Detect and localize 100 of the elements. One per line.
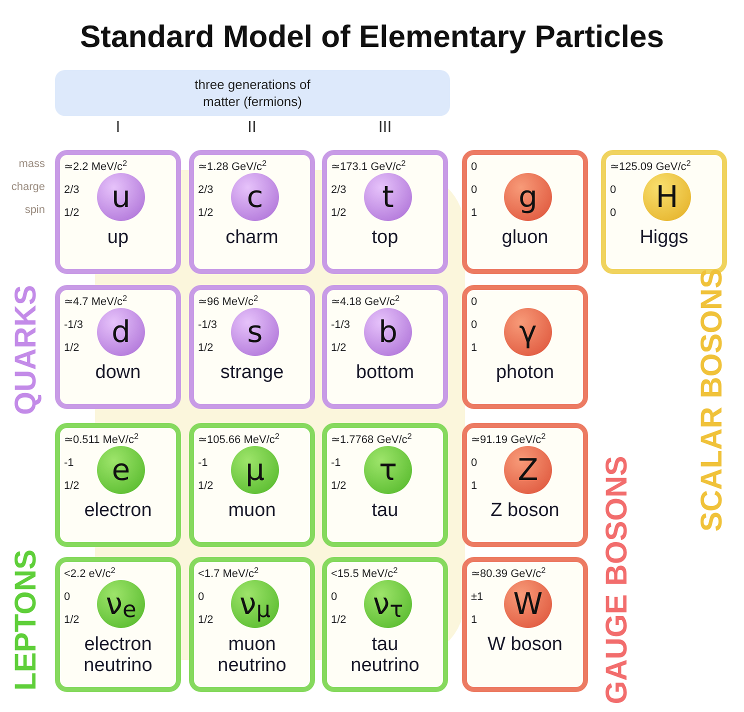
particle-name: down	[94, 362, 142, 383]
particle-card	[322, 557, 448, 692]
charge-value: 0	[471, 318, 478, 333]
particle-symbol: μ	[231, 446, 279, 494]
particle-name: electron	[83, 500, 153, 521]
spin-value: 1/2	[64, 613, 80, 628]
particle-card	[462, 285, 588, 409]
property-label: spin	[24, 202, 45, 218]
spin-value: 1	[471, 206, 478, 221]
generations-banner: three generations of matter (fermions)	[55, 70, 450, 116]
generation-numeral: III	[378, 118, 392, 138]
group-label: GAUGE BOSONS	[600, 456, 634, 704]
spin-value: 1/2	[198, 613, 214, 628]
particle-symbol: b	[364, 308, 412, 356]
charge-value: 2/3	[198, 183, 214, 198]
mass-value: ≃91.19 GeV/c$^{2}$	[471, 432, 546, 448]
particle-card	[462, 557, 588, 692]
mass-value: ≃105.66 MeV/c$^{2}$	[198, 432, 280, 448]
spin-value: 1/2	[331, 479, 346, 494]
particle-name: Z boson	[490, 500, 560, 521]
mass-value: ≃173.1 GeV/c$^{2}$	[331, 159, 406, 175]
particle-card	[322, 285, 448, 409]
particle-card	[189, 557, 315, 692]
particle-card	[55, 150, 181, 274]
mass-value: ≃80.39 GeV/c$^{2}$	[471, 566, 546, 582]
mass-value: ≃125.09 GeV/c$^{2}$	[610, 159, 691, 175]
mass-value: <1.7 MeV/c$^{2}$	[198, 566, 259, 582]
spin-value: 1/2	[331, 613, 346, 628]
charge-value: 0	[610, 183, 616, 198]
particle-name: tau	[370, 500, 400, 521]
particle-symbol: e	[97, 446, 145, 494]
charge-value: -1/3	[331, 318, 350, 333]
generation-numeral: II	[248, 118, 256, 138]
particle-symbol: W	[504, 580, 552, 628]
particle-symbol: t	[364, 173, 412, 221]
spin-value: 1/2	[64, 479, 80, 494]
mass-value: ≃4.7 MeV/c$^{2}$	[64, 294, 128, 310]
spin-value: 1/2	[64, 341, 80, 356]
charge-value: -1/3	[64, 318, 83, 333]
particle-card	[462, 150, 588, 274]
mass-value: 0	[471, 160, 478, 175]
charge-value: 2/3	[331, 183, 346, 198]
particle-symbol: g	[504, 173, 552, 221]
mass-value: ≃2.2 MeV/c$^{2}$	[64, 159, 128, 175]
spin-value: 1/2	[64, 206, 80, 221]
particle-name: top	[370, 227, 400, 248]
particle-card	[189, 285, 315, 409]
charge-value: -1	[198, 456, 208, 471]
particle-symbol: ν$_{τ}$	[364, 580, 412, 628]
mass-value: ≃1.28 GeV/c$^{2}$	[198, 159, 267, 175]
charge-value: 0	[64, 590, 70, 605]
mass-value: 0	[471, 295, 478, 310]
particle-symbol: H	[643, 173, 691, 221]
particle-name: photon	[494, 362, 556, 383]
group-label: SCALAR BOSONS	[694, 268, 730, 532]
particle-card	[55, 423, 181, 547]
particle-name: charm	[224, 227, 280, 248]
particle-symbol: s	[231, 308, 279, 356]
charge-value: 2/3	[64, 183, 80, 198]
mass-value: ≃0.511 MeV/c$^{2}$	[64, 432, 139, 448]
particle-card	[189, 150, 315, 274]
particle-name: tau neutrino	[350, 634, 420, 676]
charge-value: -1/3	[198, 318, 217, 333]
spin-value: 1/2	[198, 341, 214, 356]
particle-symbol: u	[97, 173, 145, 221]
particle-name: muon neutrino	[216, 634, 288, 676]
particle-name: Higgs	[638, 227, 690, 248]
particle-card	[189, 423, 315, 547]
group-label: LEPTONS	[8, 549, 44, 691]
particle-name: up	[106, 227, 130, 248]
particle-name: bottom	[354, 362, 416, 383]
particle-name: W boson	[486, 634, 564, 655]
spin-value: 1	[471, 613, 478, 628]
particle-symbol: c	[231, 173, 279, 221]
spin-value: 1	[471, 341, 478, 356]
mass-value: <15.5 MeV/c$^{2}$	[331, 566, 398, 582]
charge-value: ±1	[471, 590, 484, 605]
particle-card	[322, 150, 448, 274]
particle-name: strange	[219, 362, 285, 383]
property-label: mass	[18, 156, 45, 172]
charge-value: 0	[471, 456, 478, 471]
particle-symbol: τ	[364, 446, 412, 494]
spin-value: 1/2	[198, 479, 214, 494]
mass-value: ≃1.7768 GeV/c$^{2}$	[331, 432, 412, 448]
charge-value: 0	[331, 590, 338, 605]
particle-name: electron neutrino	[82, 634, 154, 676]
spin-value: 1/2	[331, 341, 346, 356]
particle-name: gluon	[500, 227, 550, 248]
spin-value: 1/2	[331, 206, 346, 221]
mass-value: <2.2 eV/c$^{2}$	[64, 566, 116, 582]
particle-symbol: d	[97, 308, 145, 356]
particle-card	[322, 423, 448, 547]
generation-numeral: I	[116, 118, 120, 138]
particle-card	[55, 557, 181, 692]
particle-name: muon	[227, 500, 277, 521]
mass-value: ≃4.18 GeV/c$^{2}$	[331, 294, 400, 310]
charge-value: -1	[64, 456, 74, 471]
spin-value: 0	[610, 206, 616, 221]
particle-card	[55, 285, 181, 409]
spin-value: 1	[471, 479, 478, 494]
